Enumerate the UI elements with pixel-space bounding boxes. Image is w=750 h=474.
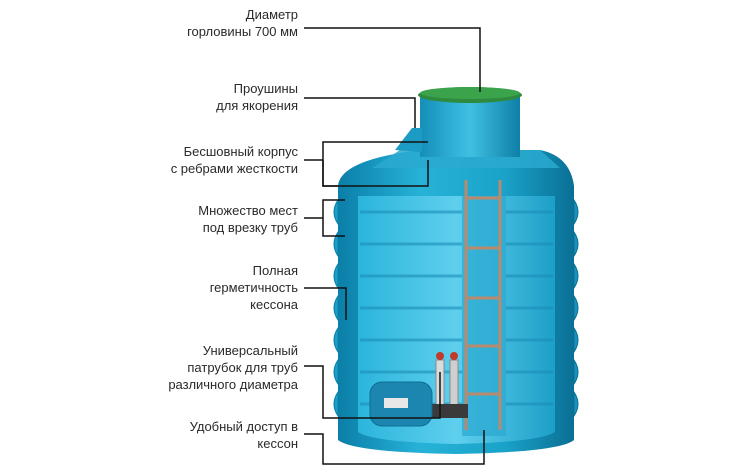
leader-sealed <box>304 287 347 320</box>
label-line: Полная <box>252 263 298 278</box>
label-line: Бесшовный корпус <box>183 144 298 159</box>
tank-ribs-left <box>333 198 339 418</box>
tank-lid-top <box>420 87 520 99</box>
label-line: под врезку труб <box>202 220 298 235</box>
leader-access <box>304 430 485 465</box>
label-line: Проушины <box>233 81 298 96</box>
caisson-tank <box>333 87 579 454</box>
label-line: различного диаметра <box>168 377 298 392</box>
label-line: Диаметр <box>245 7 298 22</box>
label-line: патрубок для труб <box>187 360 298 375</box>
tank-neck <box>420 95 520 157</box>
label-easy-access: Удобный доступ в кессон <box>140 418 298 452</box>
label-line: горловины 700 мм <box>187 24 298 39</box>
leader-lines <box>304 27 485 465</box>
label-universal-nozzle: Универсальный патрубок для труб различно… <box>120 342 298 393</box>
label-line: герметичность <box>209 280 298 295</box>
leader-nozzle <box>304 365 441 419</box>
label-line: кессон <box>257 436 298 451</box>
label-pipe-entries: Множество мест под врезку труб <box>130 202 298 236</box>
label-line: с ребрами жесткости <box>170 161 298 176</box>
tank-ribs-right <box>573 198 579 418</box>
label-neck-diameter: Диаметр горловины 700 мм <box>150 6 298 40</box>
leader-lugs <box>304 97 416 128</box>
pressure-tank <box>369 381 433 427</box>
anchor-lug <box>395 128 422 152</box>
label-line: кессона <box>250 297 298 312</box>
leader-neck <box>304 27 481 92</box>
leader-pipes <box>304 199 345 237</box>
label-seamless-body: Бесшовный корпус с ребрами жесткости <box>120 143 298 177</box>
label-line: Удобный доступ в <box>189 419 298 434</box>
label-line: Универсальный <box>202 343 298 358</box>
label-line: для якорения <box>216 98 298 113</box>
leader-seamless-b <box>322 160 429 187</box>
label-full-sealing: Полная герметичность кессона <box>150 262 298 313</box>
label-line: Множество мест <box>198 203 298 218</box>
ladder <box>464 180 502 430</box>
label-anchor-lugs: Проушины для якорения <box>150 80 298 114</box>
